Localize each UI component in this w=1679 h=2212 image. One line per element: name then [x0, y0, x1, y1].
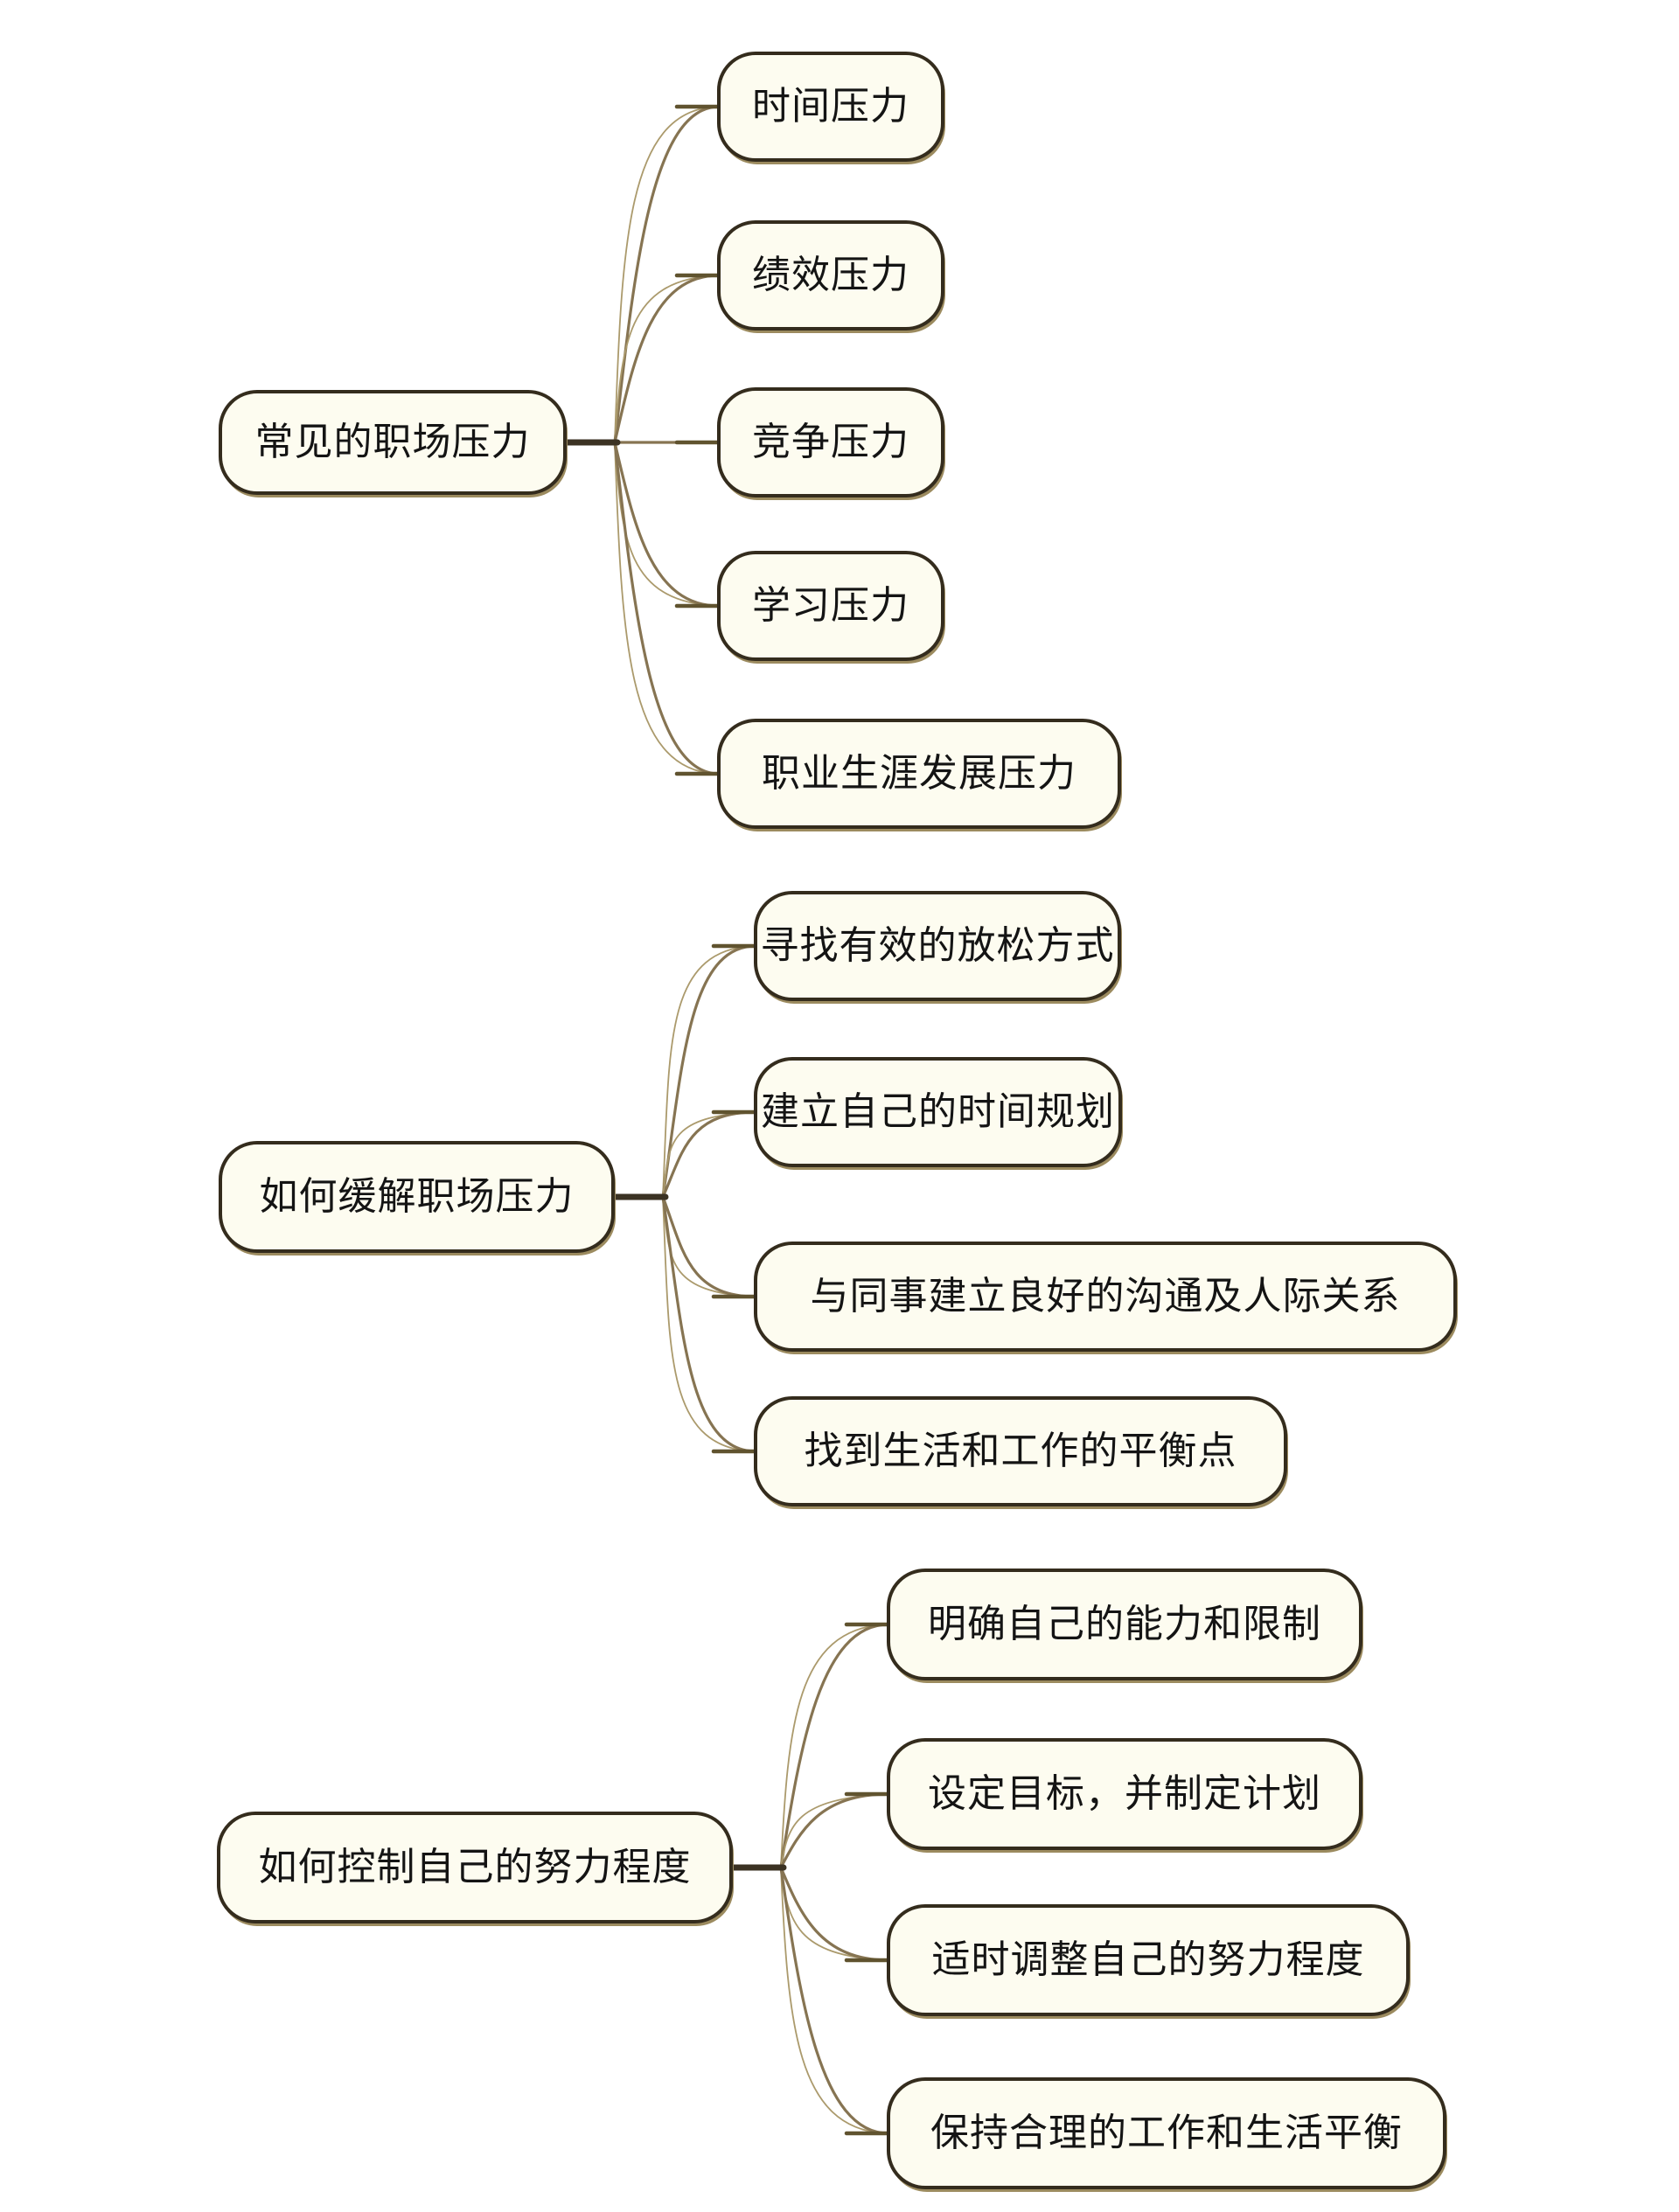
child-node-3-2[interactable]: 设定目标，并制定计划 [887, 1738, 1362, 1850]
connector-line [779, 1623, 890, 1869]
connector-line [613, 441, 721, 608]
connector-line [662, 1111, 753, 1198]
child-node-2-2[interactable]: 建立自己的时间规划 [754, 1057, 1122, 1167]
child-node-1-3[interactable]: 竞争压力 [717, 387, 944, 497]
root-node-3[interactable]: 如何控制自己的努力程度 [217, 1812, 733, 1923]
connector-line [662, 1196, 753, 1297]
child-node-2-3[interactable]: 与同事建立良好的沟通及人际关系 [754, 1242, 1457, 1352]
connector-line [661, 1110, 757, 1199]
connector-line [614, 275, 716, 443]
child-node-3-4[interactable]: 保持合理的工作和生活平衡 [887, 2077, 1446, 2189]
connector-line [613, 105, 721, 444]
child-node-3-1[interactable]: 明确自己的能力和限制 [887, 1569, 1362, 1680]
connector-line [779, 1866, 890, 1962]
root-node-1[interactable]: 常见的职场压力 [219, 390, 567, 495]
connector-line [661, 944, 757, 1199]
child-node-2-1[interactable]: 寻找有效的放松方式 [754, 891, 1121, 1001]
child-node-1-1[interactable]: 时间压力 [717, 52, 944, 162]
child-node-2-4[interactable]: 找到生活和工作的平衡点 [754, 1396, 1287, 1506]
child-node-1-2[interactable]: 绩效压力 [717, 220, 944, 330]
connector-line [780, 1624, 886, 1868]
connector-line [780, 1867, 886, 1961]
connector-line [614, 106, 716, 443]
child-node-3-3[interactable]: 适时调整自己的努力程度 [887, 1904, 1410, 2016]
connector-line [661, 1195, 757, 1298]
connector-line [780, 1867, 886, 2134]
connector-line [779, 1792, 890, 1869]
root-node-2[interactable]: 如何缓解职场压力 [219, 1141, 615, 1253]
connector-line [614, 442, 716, 607]
child-node-1-4[interactable]: 学习压力 [717, 551, 944, 661]
connector-line [780, 1793, 886, 1868]
connector-line [613, 274, 721, 444]
connector-line [779, 1866, 890, 2135]
connector-line [614, 442, 716, 775]
connector-line [662, 945, 753, 1198]
connector-line [613, 441, 721, 776]
child-node-1-5[interactable]: 职业生涯发展压力 [717, 719, 1121, 829]
connector-line [662, 1196, 753, 1452]
connector-line [661, 1195, 757, 1453]
